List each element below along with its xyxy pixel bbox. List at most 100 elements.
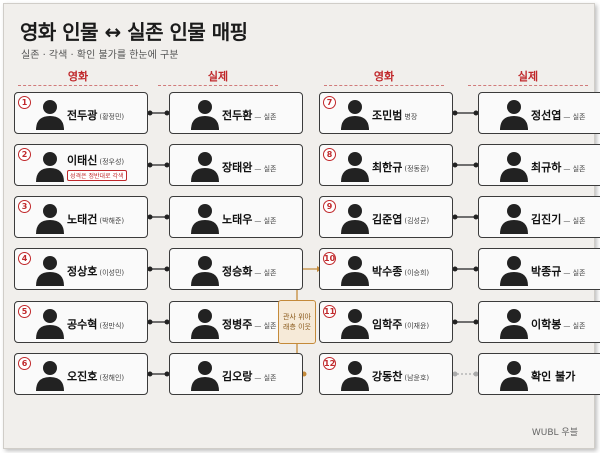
connector-dot	[452, 266, 458, 272]
movie-card-12: 12 강동찬(남윤호)	[319, 353, 453, 395]
person-silhouette-icon	[190, 150, 220, 182]
person-silhouette-icon	[190, 307, 220, 339]
divider	[18, 85, 138, 86]
person-name: 김오랑	[222, 369, 253, 383]
person-sub: — 실존	[563, 164, 586, 173]
card-label: 이태신(정우성) 성격은 정반대로 각색	[67, 145, 127, 185]
connector-layer	[147, 110, 479, 377]
card-label: 오진호(정해인)	[67, 354, 124, 394]
connector-dot	[452, 214, 458, 220]
person-sub: — 실존	[254, 216, 277, 225]
adaptation-tag: 성격은 정반대로 각색	[67, 170, 127, 181]
person-sub: — 실존	[254, 373, 277, 382]
person-sub: (이승희)	[404, 268, 430, 277]
connector-dot	[164, 110, 170, 116]
person-name: 전두광	[67, 108, 98, 122]
person-silhouette-icon	[35, 98, 65, 130]
person-name: 노태우	[222, 212, 253, 226]
movie-card-6: 6 오진호(정해인)	[14, 353, 148, 395]
right-real-column-header: 실제	[517, 70, 539, 83]
person-name: 이태신	[67, 154, 98, 167]
card-label: 최한규(정동환)	[372, 145, 429, 185]
card-label: 노태건(박해준)	[67, 197, 124, 237]
person-name: 박수종	[372, 264, 403, 278]
card-label: 박종규— 실존	[531, 249, 585, 289]
real-card-10: 박종규— 실존	[478, 248, 600, 290]
person-sub: — 실존	[254, 321, 277, 330]
number-badge: 3	[18, 200, 31, 213]
person-name: 공수혁	[67, 317, 98, 331]
real-card-4: 정승화— 실존	[169, 248, 303, 290]
person-sub: (정해인)	[99, 373, 125, 382]
movie-card-2: 2 이태신(정우성) 성격은 정반대로 각색	[14, 144, 148, 186]
real-card-6: 김오랑— 실존	[169, 353, 303, 395]
right-movie-column-header: 영화	[373, 70, 395, 83]
person-silhouette-icon	[190, 359, 220, 391]
real-card-9: 김진기— 실존	[478, 196, 600, 238]
person-silhouette-icon	[499, 254, 529, 286]
connector-dot	[473, 214, 479, 220]
card-label: 최규하— 실존	[531, 145, 585, 185]
left-movie-column-header: 영화	[67, 70, 89, 83]
person-sub: — 실존	[254, 268, 277, 277]
person-sub: (정우성)	[99, 158, 125, 166]
person-name: 박종규	[531, 264, 562, 278]
connector-dot	[147, 162, 153, 168]
person-sub: (김성균)	[404, 216, 430, 225]
number-badge: 2	[18, 148, 31, 161]
movie-card-8: 8 최한규(정동환)	[319, 144, 453, 186]
card-label: 확인 불가	[531, 354, 577, 394]
movie-card-10: 10 박수종(이승희)	[319, 248, 453, 290]
connector-dot	[452, 371, 458, 377]
person-silhouette-icon	[190, 254, 220, 286]
number-badge: 7	[323, 96, 336, 109]
person-name: 정승화	[222, 264, 253, 278]
connector-dot	[164, 371, 170, 377]
connector-dot	[147, 110, 153, 116]
person-name: 조민범	[372, 108, 403, 122]
footer-brand: WUBL 우블	[531, 428, 578, 438]
person-name: 전두환	[222, 108, 253, 122]
movie-card-9: 9 김준엽(김성균)	[319, 196, 453, 238]
connector-dot	[452, 319, 458, 325]
person-name: 정선엽	[531, 108, 562, 122]
neighbor-note: 관사 위아래층 이웃	[278, 300, 316, 344]
card-label: 정선엽— 실존	[531, 93, 585, 133]
divider	[158, 85, 278, 86]
card-label: 정병주— 실존	[222, 302, 276, 342]
person-silhouette-icon	[340, 98, 370, 130]
person-silhouette-icon	[499, 307, 529, 339]
person-name: 임학주	[372, 317, 403, 331]
card-label: 박수종(이승희)	[372, 249, 429, 289]
person-silhouette-icon	[190, 98, 220, 130]
person-name: 정상호	[67, 264, 98, 278]
person-silhouette-icon	[35, 150, 65, 182]
person-sub: — 실존	[563, 112, 586, 121]
person-silhouette-icon	[35, 307, 65, 339]
person-name: 강동찬	[372, 369, 403, 383]
number-badge: 9	[323, 200, 336, 213]
person-name: 오진호	[67, 369, 98, 383]
connector-dot	[164, 214, 170, 220]
number-badge: 8	[323, 148, 336, 161]
card-label: 전두환— 실존	[222, 93, 276, 133]
real-card-12: 확인 불가	[478, 353, 600, 395]
card-label: 정승화— 실존	[222, 249, 276, 289]
movie-card-11: 11 임학주(이재윤)	[319, 301, 453, 343]
person-silhouette-icon	[340, 307, 370, 339]
card-label: 정상호(이성민)	[67, 249, 124, 289]
diagram-frame: 영화 인물 ↔ 실존 인물 매핑 실존 · 각색 · 확인 불가를 한눈에 구분…	[3, 3, 600, 449]
person-name: 최규하	[531, 160, 562, 174]
person-name: 김준엽	[372, 212, 403, 226]
connector-dot	[473, 110, 479, 116]
connector-dot	[147, 214, 153, 220]
person-silhouette-icon	[35, 359, 65, 391]
person-sub: 병장	[404, 112, 418, 121]
person-sub: — 실존	[563, 321, 586, 330]
connector-dot	[147, 371, 153, 377]
connector-dot	[164, 266, 170, 272]
connector-dot	[147, 319, 153, 325]
person-name: 최한규	[372, 160, 403, 174]
real-card-11: 이학봉— 실존	[478, 301, 600, 343]
